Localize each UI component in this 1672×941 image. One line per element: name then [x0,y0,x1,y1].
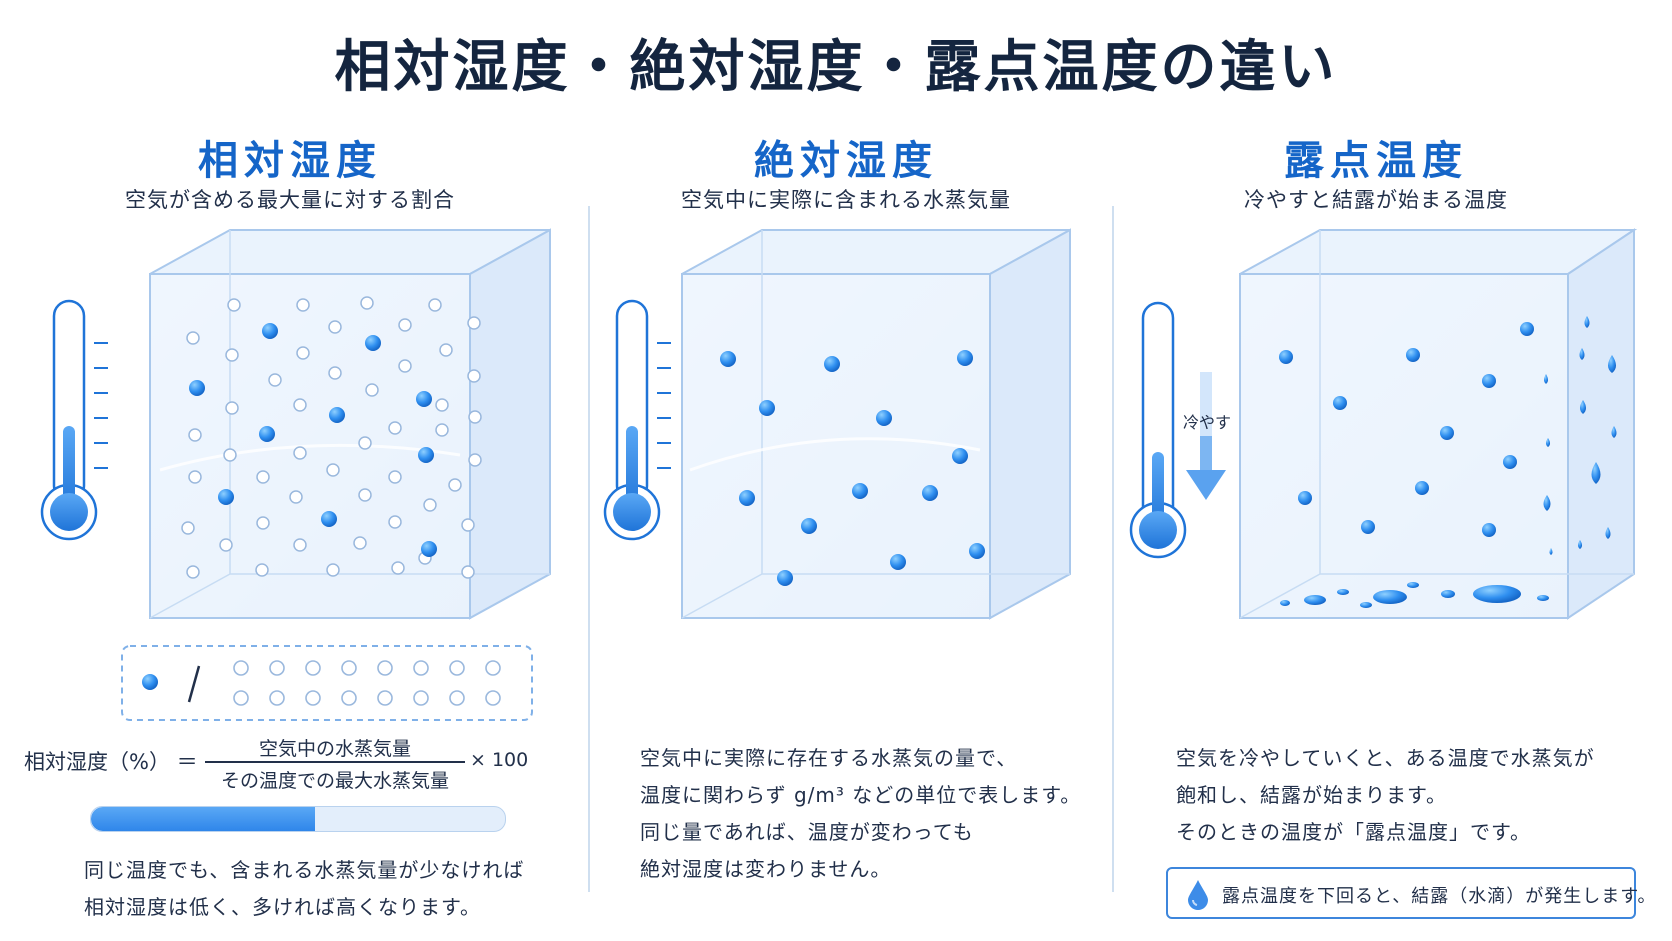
description-line: そのときの温度が「露点温度」です。 [1176,820,1531,844]
thermometer-icon [603,299,671,541]
description-line: 温度に関わらず g/m³ などの単位で表します。 [640,783,1082,807]
condensation-droplets [1280,316,1617,608]
main-title: 相対湿度・絶対湿度・露点温度の違い [334,35,1338,100]
thermometer-icon [40,299,108,541]
relative-humidity-panel: 相対湿度 空気が含める最大量に対する割合 [30,0,550,941]
water-vapor-molecules [720,350,985,586]
relative-humidity-box [149,228,551,620]
description-line: 同じ温度でも、含まれる水蒸気量が少なければ [84,858,525,882]
cool-label: 冷やす [1183,413,1232,432]
condensation-note: 露点温度を下回ると、結露（水滴）が発生します。 [1166,867,1655,919]
panel-subtitle: 冷やすと結露が始まる温度 [1244,188,1508,212]
note-text: 露点温度を下回ると、結露（水滴）が発生します。 [1222,886,1657,907]
formula-denominator: その温度での最大水蒸気量 [220,770,449,792]
panel-subtitle: 空気が含める最大量に対する割合 [125,188,455,212]
dew-point-panel: 露点温度 冷やすと結露が始まる温度 [1116,0,1636,941]
absolute-humidity-panel: 絶対湿度 空気中に実際に含まれる水蒸気量 [586,0,1106,941]
dew-point-description: 空気を冷やしていくと、ある温度で水蒸気が 飽和し、結露が始まります。 そのときの… [1176,740,1595,851]
description-line: 飽和し、結露が始まります。 [1176,783,1447,807]
panel-subtitle: 空気中に実際に含まれる水蒸気量 [681,188,1011,212]
down-arrow-icon [1186,372,1226,500]
humidity-progress-fill [91,807,315,831]
panel-divider [1112,206,1114,892]
formula-numerator: 空気中の水蒸気量 [258,738,411,760]
water-drop-icon [1188,880,1208,910]
formula-label: 相対湿度（%） ＝ [24,750,198,774]
panel-divider [588,206,590,892]
thermometer-icon [1129,301,1187,559]
absolute-humidity-description: 空気中に実際に存在する水蒸気の量で、 温度に関わらず g/m³ などの単位で表し… [640,740,1081,888]
ratio-legend [121,645,533,721]
panel-title: 絶対湿度 [754,138,938,184]
water-vapor-molecules [189,323,437,557]
humidity-progress-bar [90,806,506,832]
water-vapor-molecules [1279,322,1534,537]
empty-capacity-circles [181,296,482,579]
description-line: 絶対湿度は変わりません。 [640,857,892,881]
panel-title: 露点温度 [1284,138,1468,184]
fraction-bar [205,761,465,763]
description-line: 空気を冷やしていくと、ある温度で水蒸気が [1176,746,1595,770]
absolute-humidity-box [681,228,1071,620]
description-line: 同じ量であれば、温度が変わっても [640,820,974,844]
formula-multiplier: × 100 [470,749,529,771]
relative-humidity-description: 同じ温度でも、含まれる水蒸気量が少なければ 相対湿度は低く、多ければ高くなります… [84,852,524,926]
panel-title: 相対湿度 [198,138,382,184]
description-line: 相対湿度は低く、多ければ高くなります。 [84,895,481,919]
description-line: 空気中に実際に存在する水蒸気の量で、 [640,746,1018,770]
dew-point-box [1239,228,1638,620]
